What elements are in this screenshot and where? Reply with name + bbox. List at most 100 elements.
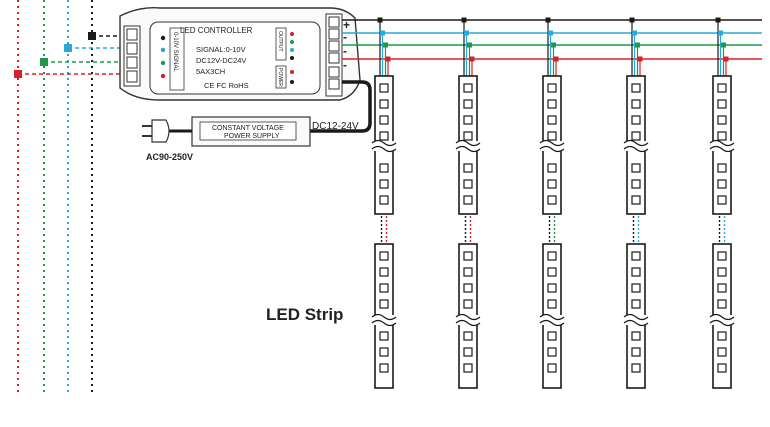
bus-junction-node [380,30,385,36]
power-label-box [275,65,287,89]
strip-break-mark [371,313,397,327]
led-chip [631,363,641,373]
node-black [88,32,96,40]
led-chip [379,363,389,373]
node-green [40,58,48,66]
led-chip [547,267,557,277]
strip-break-gap [372,315,396,325]
led-chip [717,195,727,205]
bus-junction-node [718,30,723,36]
led-chip [717,179,727,189]
bus-junction-node [545,17,551,23]
led-chip [463,179,473,189]
signal-lines [17,0,93,395]
led-chip [547,83,557,93]
bus-junction-node [715,17,721,23]
strip-break-gap [540,141,564,151]
led-chip [379,131,389,141]
led-chip [631,299,641,309]
strip-break-mark [709,139,735,153]
led-chip [463,331,473,341]
output-label: OUTPUT [277,31,283,52]
bus-junction-node [377,17,383,23]
led-chip [547,299,557,309]
output-label-box [275,27,287,61]
led-chip [379,299,389,309]
bus-junction-node [721,42,726,48]
bus-junction-node [383,42,388,48]
led-chip [547,283,557,293]
led-chip [379,283,389,293]
led-chip [631,267,641,277]
output-indicators [290,32,294,84]
led-chip [631,331,641,341]
bus-junction-node [551,42,556,48]
strip-break-gap [540,315,564,325]
bus-plus-sign: + [343,18,350,32]
bus-junction-node [553,56,559,62]
led-strips [371,17,735,389]
signal-feed-nodes [14,32,96,78]
bus-junction-node [723,56,729,62]
node-red [14,70,22,78]
bus-junction-node [469,56,475,62]
power-supply-label-2: POWER SUPPLY [224,133,280,140]
dc-voltage-label: DC12-24V [312,121,359,132]
led-chip [547,347,557,357]
led-chip [547,115,557,125]
strip-break-gap [456,315,480,325]
controller-certs: CE FC RoHS [204,81,249,90]
led-chip [717,83,727,93]
led-chip [547,179,557,189]
output-terminal-screws [328,16,340,90]
strip-break-mark [539,139,565,153]
ac-plug [151,119,170,143]
strip-break-gap [372,141,396,151]
led-chip [717,331,727,341]
bus-minus-sign-3: - [343,58,347,72]
led-chip [463,251,473,261]
strip-break-mark [455,313,481,327]
led-chip [547,131,557,141]
led-chip [379,195,389,205]
led-strip-column [371,17,397,389]
led-strip-column [455,17,481,389]
led-strip-column [539,17,565,389]
led-chip [631,347,641,357]
bus-junction-node [385,56,391,62]
bus-junction-node [635,42,640,48]
strip-break-mark [371,139,397,153]
led-chip [463,163,473,173]
led-chip [379,347,389,357]
bus-junction-node [548,30,553,36]
strip-break-gap [710,315,734,325]
bus-junction-node [637,56,643,62]
controller-current: 5AX3CH [196,67,225,76]
controller-signal: SIGNAL:0-10V [196,45,246,54]
led-chip [547,251,557,261]
led-chip [463,299,473,309]
led-chip [463,115,473,125]
output-bus [342,19,762,60]
strip-break-mark [623,313,649,327]
led-chip [547,195,557,205]
power-supply: CONSTANT VOLTAGE POWER SUPPLY DC12-24V A… [142,116,359,162]
input-label: 0-10V SIGNAL [172,32,178,72]
strip-break-gap [710,141,734,151]
strip-break-gap [624,315,648,325]
led-chip [379,179,389,189]
bus-junction-node [467,42,472,48]
led-chip [631,99,641,109]
led-chip [463,195,473,205]
controller-voltage: DC12V-DC24V [196,56,246,65]
led-chip [631,195,641,205]
led-chip [631,115,641,125]
led-chip [631,179,641,189]
strip-break-mark [539,313,565,327]
bus-junction-node [464,30,469,36]
power-supply-label-1: CONSTANT VOLTAGE [212,125,284,132]
led-chip [379,331,389,341]
input-indicators [160,35,166,79]
led-controller: LED CONTROLLER SIGNAL:0-10V DC12V-DC24V … [119,6,361,101]
led-strip-column [709,17,735,389]
